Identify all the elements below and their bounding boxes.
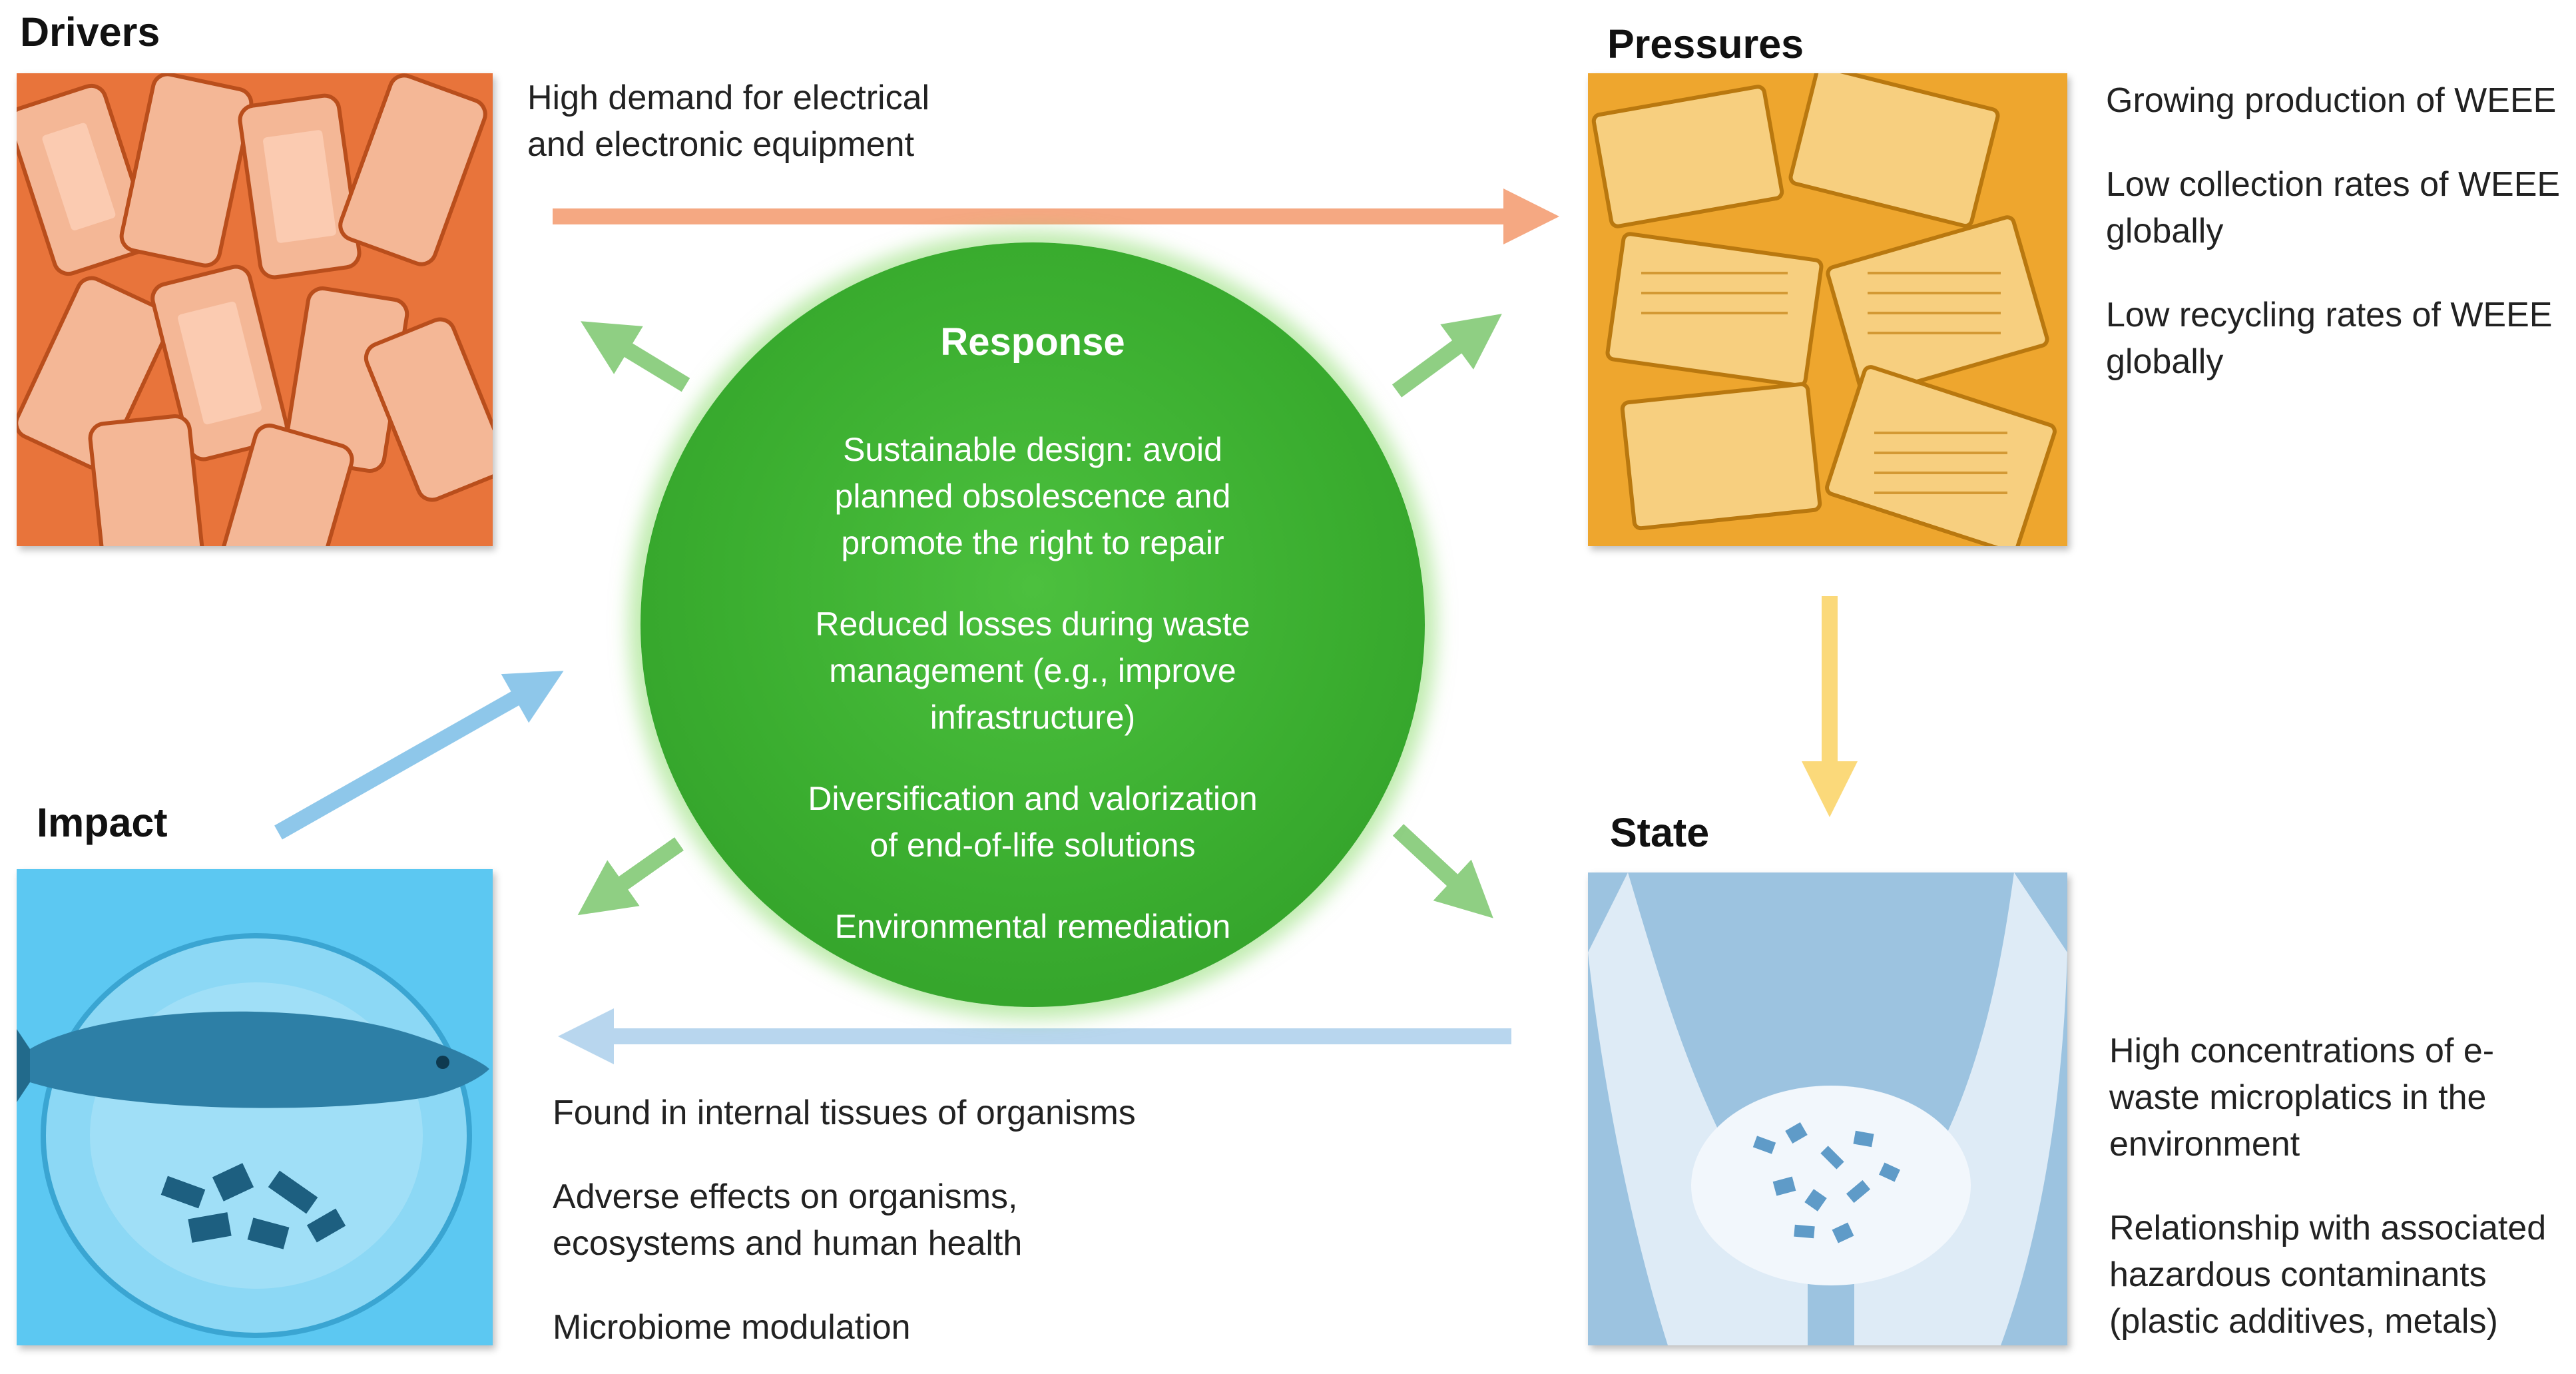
response-circle [641,242,1425,1007]
drivers-item: High demand for electrical [527,79,930,117]
arrow-response-to-drivers [581,321,690,392]
response-item: Reduced losses during waste [815,605,1250,643]
response-item: Sustainable design: avoid [843,431,1222,468]
response-text: Sustainable design: avoid planned obsole… [766,426,1300,950]
state-item: (plastic additives, metals) [2109,1302,2498,1341]
state-text: High concentrations of e- waste micropla… [2109,1028,2575,1345]
impact-text: Found in internal tissues of organisms A… [553,1090,1218,1351]
arrow-response-to-state [1392,824,1493,918]
response-item: management (e.g., improve [829,652,1236,689]
drivers-text: High demand for electrical and electroni… [527,75,1073,168]
hands-holding-microplastics-image [1588,872,2067,1345]
response-item: Environmental remediation [834,908,1231,945]
impact-item: Microbiome modulation [553,1308,911,1347]
arrow-impact-to-response [274,671,564,840]
state-item: waste microplatics in the [2109,1078,2487,1117]
pressures-item: globally [2106,342,2224,381]
state-item: hazardous contaminants [2109,1255,2487,1294]
smartphones-pile-image [17,73,493,546]
state-item: Relationship with associated [2109,1209,2547,1247]
response-item: planned obsolescence and [834,478,1231,515]
response-heading: Response [940,320,1125,364]
state-heading: State [1610,810,1710,855]
response-item: promote the right to repair [841,524,1224,561]
impact-item: Found in internal tissues of organisms [553,1094,1136,1132]
impact-item: ecosystems and human health [553,1224,1023,1263]
pressures-text: Growing production of WEEE Low collectio… [2106,77,2572,385]
pressures-item: globally [2106,212,2224,250]
pressures-item: Low collection rates of WEEE [2106,165,2561,204]
arrow-response-to-pressures [1392,314,1502,398]
pressures-item: Growing production of WEEE [2106,81,2557,120]
impact-heading: Impact [37,800,168,845]
state-item: High concentrations of e- [2109,1032,2495,1070]
drivers-item: and electronic equipment [527,125,915,164]
state-item: environment [2109,1125,2300,1164]
drivers-heading: Drivers [20,9,160,55]
arrow-response-to-impact [577,837,684,916]
response-item: infrastructure) [929,699,1136,736]
electronic-waste-pile-image [1588,73,2067,546]
response-item: of end-of-life solutions [870,827,1196,864]
impact-item: Adverse effects on organisms, [553,1178,1018,1216]
response-item: Diversification and valorization [808,780,1258,817]
pressures-heading: Pressures [1607,21,1804,67]
pressures-item: Low recycling rates of WEEE [2106,296,2553,334]
fish-on-plate-with-plastic-image [17,869,493,1345]
